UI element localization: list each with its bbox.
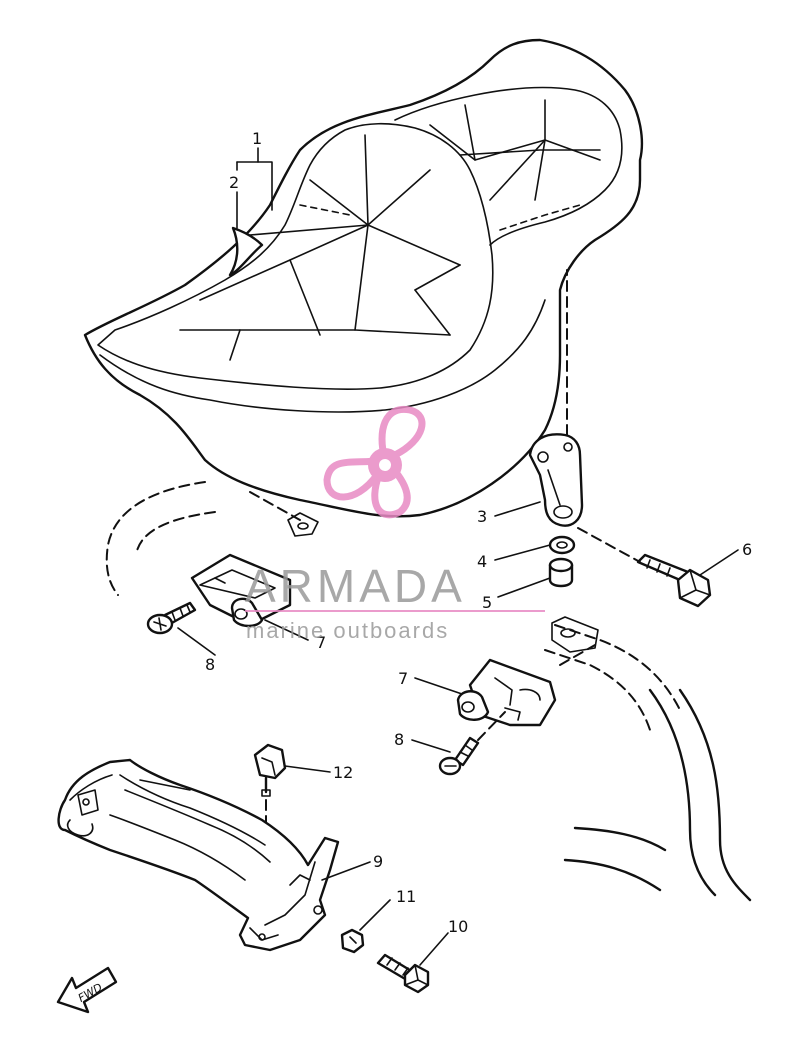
part-12-connector <box>253 743 287 797</box>
part-11-nut <box>340 928 365 954</box>
callout-9: 9 <box>373 852 383 871</box>
callout-4: 4 <box>477 552 487 571</box>
part-9-bracket-plate <box>57 758 340 952</box>
watermark-brand: ARMADA <box>245 560 466 612</box>
callout-10: 10 <box>448 917 468 936</box>
part-5-collar <box>548 557 574 588</box>
callout-6: 6 <box>742 540 752 559</box>
callout-8-left: 8 <box>205 655 215 674</box>
frame-rail-lower <box>563 688 752 902</box>
callout-leaders <box>177 147 739 966</box>
callout-1: 1 <box>252 129 262 148</box>
part-8-screw-right <box>438 736 480 776</box>
screw-centerline-right <box>477 711 506 741</box>
callout-8-right: 8 <box>394 730 404 749</box>
part-7-damper-left <box>190 553 292 628</box>
part-7-damper-right <box>456 658 557 727</box>
part-8-screw-left <box>146 601 197 635</box>
callout-7-right: 7 <box>398 669 408 688</box>
frame-mount-tab-right <box>551 616 599 653</box>
frame-rail-right <box>544 624 681 731</box>
callout-2: 2 <box>229 173 239 192</box>
seat-assembly <box>83 38 644 518</box>
callout-3: 3 <box>477 507 487 526</box>
frame-rail-left <box>105 481 301 596</box>
part-4-washer <box>548 535 576 555</box>
callout-7-left: 7 <box>316 633 326 652</box>
callout-11: 11 <box>396 887 416 906</box>
frame-mount-tab-left <box>287 512 319 537</box>
part-10-bolt <box>376 953 430 994</box>
watermark-underline <box>245 610 545 612</box>
watermark-tagline: marine outboards <box>246 618 449 643</box>
part-6-bolt <box>636 553 712 608</box>
propeller-logo-icon <box>323 405 426 519</box>
watermark: ARMADA marine outboards <box>245 405 545 643</box>
fwd-direction-arrow: FWD <box>56 966 118 1014</box>
bolt-centerline <box>577 527 641 563</box>
callout-5: 5 <box>482 593 492 612</box>
callout-12: 12 <box>333 763 353 782</box>
part-3-seat-bracket <box>528 433 584 527</box>
callout-numbers: 1 2 3 4 5 6 7 8 7 8 12 9 11 10 <box>205 129 752 936</box>
